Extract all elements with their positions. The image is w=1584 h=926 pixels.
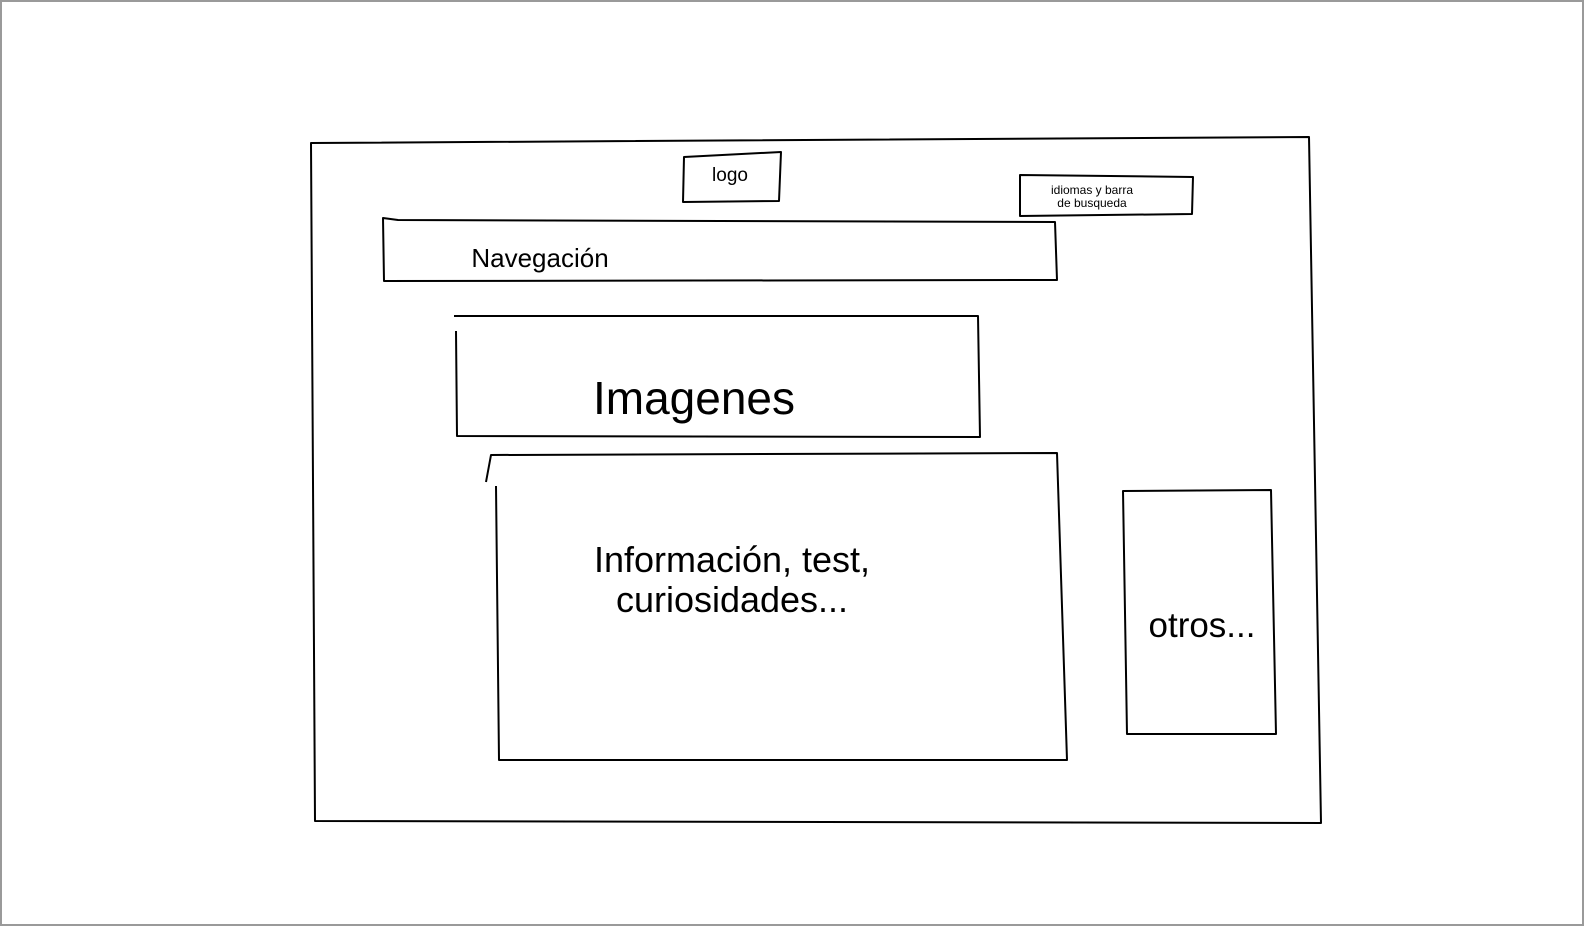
images-box [454, 315, 981, 438]
search-box [1019, 174, 1194, 217]
navigation-label: Navegación [471, 243, 608, 273]
info-label-line-2: curiosidades... [616, 579, 848, 620]
logo-box [682, 151, 782, 203]
others-box [1122, 489, 1277, 735]
info-label-line-1: Información, test, [594, 539, 870, 580]
search-label-line-1: idiomas y barra [1051, 183, 1133, 197]
page-outline [310, 136, 1322, 824]
logo-label: logo [712, 165, 748, 186]
search-label-line-2: de busqueda [1057, 196, 1127, 210]
navigation-bar [382, 217, 1058, 282]
others-label: otros... [1149, 606, 1256, 645]
images-label: Imagenes [593, 372, 795, 424]
info-box [485, 452, 1068, 761]
